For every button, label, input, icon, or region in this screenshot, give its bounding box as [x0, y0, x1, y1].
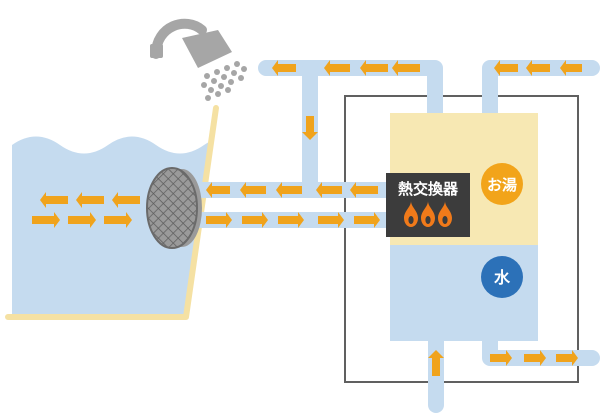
- arrow: [104, 212, 132, 228]
- water-badge: 水: [481, 256, 523, 298]
- heat-exchanger-label: 熱交換器: [398, 180, 459, 198]
- arrow: [242, 212, 268, 228]
- arrow: [276, 182, 302, 198]
- tank-frame: [344, 95, 579, 383]
- arrow: [392, 60, 420, 76]
- arrow: [494, 60, 518, 76]
- arrow: [324, 60, 350, 76]
- arrow: [206, 212, 232, 228]
- hot-water-badge: お湯: [481, 163, 523, 205]
- shower-icon: [150, 18, 247, 101]
- water-label: 水: [494, 268, 511, 287]
- arrow: [560, 60, 582, 76]
- heat-exchanger: 熱交換器: [386, 173, 470, 237]
- flame-icon: [404, 201, 452, 227]
- arrow: [428, 350, 444, 376]
- arrow: [40, 192, 68, 208]
- arrow: [68, 212, 96, 228]
- arrow: [302, 116, 318, 140]
- arrow: [272, 60, 296, 76]
- arrow: [556, 350, 578, 366]
- arrow: [76, 192, 104, 208]
- arrow: [240, 182, 266, 198]
- flow-arrows: [32, 60, 582, 376]
- pipe-hot-top-left: [258, 60, 443, 123]
- hot-water-label: お湯: [487, 176, 517, 194]
- arrow: [278, 212, 304, 228]
- tank-cold-section: [390, 245, 538, 341]
- arrow: [350, 182, 378, 198]
- arrow: [490, 350, 512, 366]
- arrow: [360, 60, 388, 76]
- bathtub-rim: [5, 105, 219, 320]
- arrow: [318, 212, 344, 228]
- arrow: [112, 192, 140, 208]
- filter-icon: [146, 167, 202, 249]
- arrow: [354, 212, 380, 228]
- pipe-hot-top-right: [482, 60, 600, 123]
- arrow: [32, 212, 60, 228]
- arrow: [524, 350, 546, 366]
- arrow: [526, 60, 550, 76]
- arrow: [206, 182, 230, 198]
- arrow: [316, 182, 342, 198]
